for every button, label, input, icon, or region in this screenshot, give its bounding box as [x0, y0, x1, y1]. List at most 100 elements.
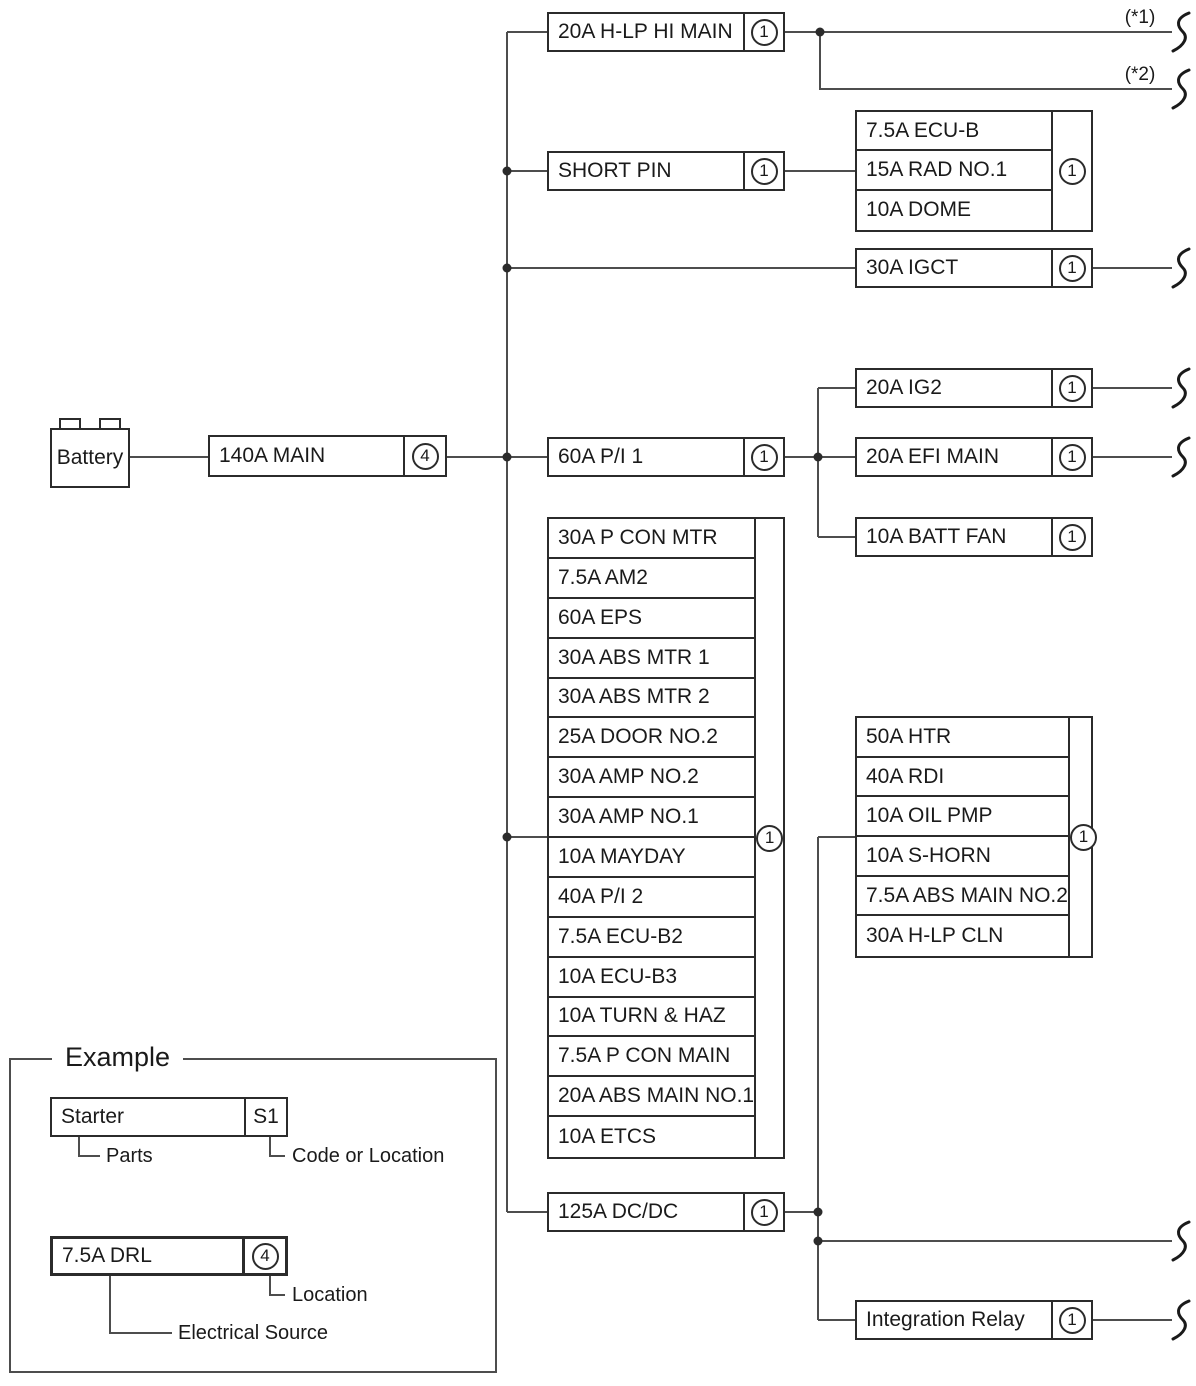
junction-dot	[502, 452, 512, 462]
location-code-cell: 1	[743, 153, 783, 189]
location-code-cell: 1	[754, 519, 784, 1157]
fuse-row: 10A TURN & HAZ	[549, 998, 755, 1038]
location-code-badge: 1	[1069, 823, 1097, 851]
leader-electrical-source	[109, 1276, 172, 1334]
fuse-row: 40A RDI	[857, 758, 1068, 798]
location-code-cell: 1	[743, 439, 783, 475]
fuse-row: 7.5A ECU-B	[857, 112, 1051, 152]
fuse-group-rows: 30A P CON MTR 7.5A AM2 60A EPS 30A ABS M…	[549, 519, 755, 1157]
fuse-row: 25A DOOR NO.2	[549, 718, 755, 759]
code-or-location-label: Code or Location	[292, 1145, 445, 1167]
wire-break-icon	[1171, 1299, 1191, 1341]
fuse-label: 60A P/I 1	[558, 445, 644, 468]
note-2: (*2)	[1124, 64, 1156, 85]
example-drl-box: 7.5A DRL 4	[50, 1236, 288, 1276]
example-code-cell: S1	[244, 1099, 286, 1135]
battery-label: Battery	[56, 446, 124, 469]
location-code-badge: 1	[1058, 254, 1086, 282]
location-code-badge: 4	[251, 1242, 279, 1270]
junction-dot	[813, 1236, 823, 1246]
fuse-label: 20A IG2	[866, 376, 942, 399]
battery-box: Battery	[50, 428, 130, 488]
fuse-group-rows: 50A HTR 40A RDI 10A OIL PMP 10A S-HORN 7…	[857, 718, 1068, 956]
location-code-badge: 4	[411, 442, 439, 470]
fuse-label: 140A MAIN	[219, 444, 326, 467]
wire-break-icon	[1171, 68, 1191, 110]
location-code-badge: 1	[1058, 1306, 1086, 1334]
wire-continuation-marks	[1171, 11, 1191, 1341]
fuse-pi-1: 60A P/I 1 1	[547, 437, 785, 477]
location-code-cell: 1	[1051, 112, 1091, 230]
fuse-ig2: 20A IG2 1	[855, 368, 1093, 408]
fuse-row: 30A ABS MTR 1	[549, 639, 755, 679]
location-code-badge: 1	[1058, 443, 1086, 471]
location-code-cell: 1	[1067, 718, 1097, 956]
example-title: Example	[52, 1041, 184, 1073]
electrical-source-label: Electrical Source	[178, 1322, 329, 1344]
junction-dot	[815, 27, 825, 37]
location-code-badge: 1	[1058, 374, 1086, 402]
location-code-badge: 1	[1058, 523, 1086, 551]
fuse-row: 30A AMP NO.2	[549, 758, 755, 799]
fuse-row: 50A HTR	[857, 718, 1068, 758]
location-code-cell: 1	[1051, 250, 1091, 286]
fuse-label: 10A BATT FAN	[866, 525, 1007, 548]
fuse-group-ecu-b: 7.5A ECU-B 15A RAD NO.1 10A DOME 1	[855, 110, 1093, 232]
wire-hlp-out-2	[819, 32, 1172, 90]
fuse-igct: 30A IGCT 1	[855, 248, 1093, 288]
fuse-row: 10A DOME	[866, 198, 972, 222]
parts-label: Parts	[106, 1145, 153, 1167]
fuse-row: 40A P/I 2	[549, 878, 755, 918]
leader-location	[269, 1276, 285, 1296]
fuse-label: 20A H-LP HI MAIN	[558, 20, 733, 43]
fuse-row: 30A P CON MTR	[549, 519, 755, 559]
wire-break-icon	[1171, 11, 1191, 53]
junction-dot	[502, 166, 512, 176]
wire-break-icon	[1171, 247, 1191, 289]
leader-code-or-location	[269, 1137, 285, 1157]
location-code-cell: 1	[1051, 1302, 1091, 1338]
example-starter-box: Starter S1	[50, 1097, 288, 1137]
location-code-cell: 1	[743, 1194, 783, 1230]
fuse-row: 30A ABS MTR 2	[549, 679, 755, 719]
integration-relay-box: Integration Relay 1	[855, 1300, 1093, 1340]
junction-dot	[502, 263, 512, 273]
fuse-row: 20A ABS MAIN NO.1	[549, 1077, 755, 1118]
fuse-row: 15A RAD NO.1	[857, 151, 1051, 191]
example-source-cell: 7.5A DRL	[62, 1244, 152, 1267]
fuse-row: 7.5A ECU-B2	[549, 918, 755, 958]
fuse-row: 7.5A AM2	[549, 559, 755, 599]
location-label: Location	[292, 1284, 368, 1306]
example-parts-cell: Starter	[61, 1105, 125, 1128]
leader-parts	[78, 1137, 100, 1157]
wire-break-icon	[1171, 1220, 1191, 1262]
location-code-badge: 1	[750, 443, 778, 471]
location-code-badge: 1	[750, 18, 778, 46]
fuse-group-rows: 7.5A ECU-B 15A RAD NO.1 10A DOME	[857, 112, 1051, 230]
fuse-row: 60A EPS	[549, 599, 755, 639]
fuse-label: SHORT PIN	[558, 159, 672, 182]
location-code-badge: 1	[750, 157, 778, 185]
fuse-efi-main: 20A EFI MAIN 1	[855, 437, 1093, 477]
fuse-row: 7.5A ABS MAIN NO.2	[857, 877, 1068, 917]
fuse-label: 20A EFI MAIN	[866, 445, 1000, 468]
fuse-label: 30A IGCT	[866, 256, 959, 279]
junction-dots	[502, 27, 825, 1246]
location-code-cell: 4	[403, 437, 445, 475]
fuse-row: 30A H-LP CLN	[866, 924, 1004, 948]
battery-terminal-icon	[59, 418, 81, 430]
battery-terminal-icon	[99, 418, 121, 430]
fuse-row: 7.5A P CON MAIN	[549, 1037, 755, 1078]
location-code-cell: 1	[1051, 519, 1091, 555]
fuse-group-htr: 50A HTR 40A RDI 10A OIL PMP 10A S-HORN 7…	[855, 716, 1097, 958]
junction-dot	[813, 1207, 823, 1217]
fuse-row: 10A OIL PMP	[857, 797, 1068, 838]
location-code-badge: 1	[1058, 157, 1086, 185]
wire-break-icon	[1171, 367, 1191, 409]
junction-dot	[813, 452, 823, 462]
fuse-hlp-hi-main: 20A H-LP HI MAIN 1	[547, 12, 785, 52]
fuse-row: 10A ECU-B3	[549, 958, 755, 998]
wire-break-icon	[1171, 436, 1191, 478]
fuse-dc-dc: 125A DC/DC 1	[547, 1192, 785, 1232]
